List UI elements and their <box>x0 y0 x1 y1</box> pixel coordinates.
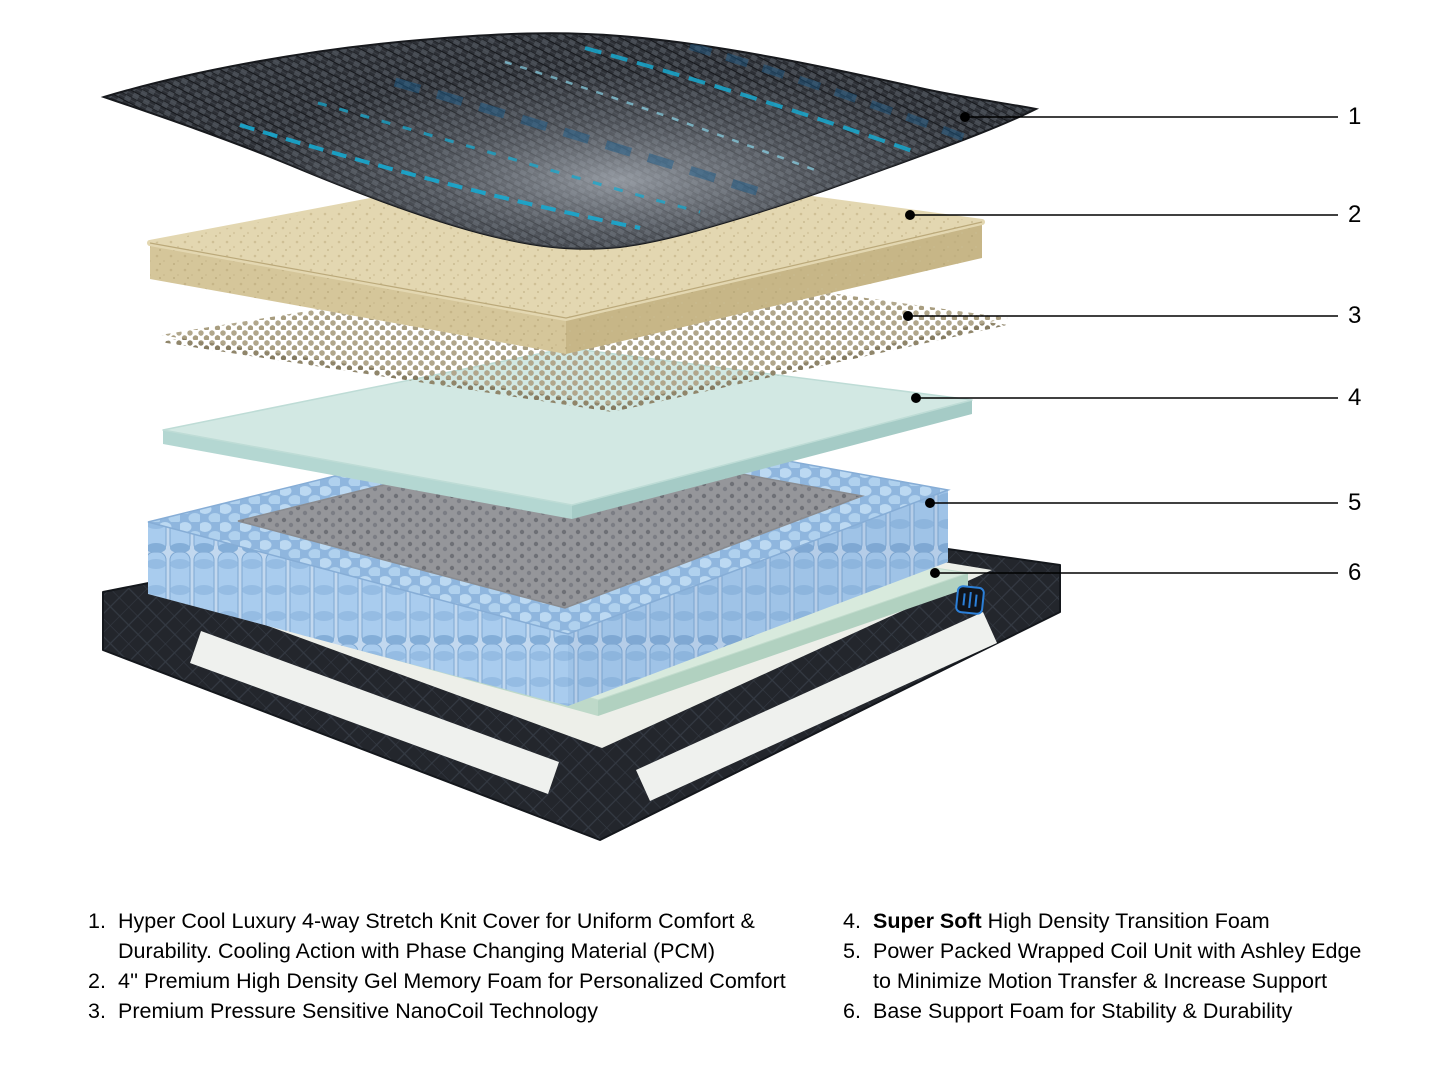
legend-item-1-text: Hyper Cool Luxury 4-way Stretch Knit Cov… <box>118 909 755 963</box>
legend-item-2: 2. 4'' Premium High Density Gel Memory F… <box>88 966 848 996</box>
legend-item-4-number: 4. <box>843 909 861 933</box>
ashley-edge-band-right <box>636 612 997 801</box>
legend-item-4-text: Super Soft High Density Transition Foam <box>873 906 1363 936</box>
legend-item-5: 5. Power Packed Wrapped Coil Unit with A… <box>843 936 1363 996</box>
legend-item-6-number: 6. <box>843 999 861 1023</box>
legend-item-3: 3. Premium Pressure Sensitive NanoCoil T… <box>88 996 848 1026</box>
legend-item-4-rest: High Density Transition Foam <box>981 909 1270 933</box>
callout-number-1: 1 <box>1348 103 1362 130</box>
legend-item-1: 1. Hyper Cool Luxury 4-way Stretch Knit … <box>88 906 848 966</box>
callout-line-5 <box>925 498 1338 508</box>
callout-line-4 <box>911 393 1338 403</box>
legend-item-6: 6. Base Support Foam for Stability & Dur… <box>843 996 1363 1026</box>
callout-line-2 <box>905 210 1338 220</box>
legend-item-2-text: 4'' Premium High Density Gel Memory Foam… <box>118 969 786 993</box>
callout-number-4: 4 <box>1348 384 1362 411</box>
callout-line-6 <box>930 568 1338 578</box>
exploded-mattress-illustration <box>102 32 1338 841</box>
ashley-edge-band-left <box>190 631 559 794</box>
brand-logo-icon <box>955 585 985 615</box>
legend-item-4-bold: Super Soft <box>873 909 982 933</box>
callout-line-1 <box>960 112 1338 122</box>
legend-item-1-number: 1. <box>88 909 106 933</box>
callout-lines <box>903 112 1338 578</box>
legend-right-column: 4. Super Soft High Density Transition Fo… <box>843 906 1363 1026</box>
legend-item-5-number: 5. <box>843 939 861 963</box>
legend-item-2-number: 2. <box>88 969 106 993</box>
callout-line-3 <box>903 311 1338 321</box>
legend-item-5-text: Power Packed Wrapped Coil Unit with Ashl… <box>873 939 1362 993</box>
legend-item-6-text: Base Support Foam for Stability & Durabi… <box>873 999 1293 1023</box>
legend-item-3-text: Premium Pressure Sensitive NanoCoil Tech… <box>118 999 598 1023</box>
legend-item-3-number: 3. <box>88 999 106 1023</box>
legend-left-column: 1. Hyper Cool Luxury 4-way Stretch Knit … <box>88 906 848 1026</box>
callout-number-6: 6 <box>1348 559 1362 586</box>
callout-number-2: 2 <box>1348 201 1362 228</box>
layer-4-transition-foam <box>162 347 973 519</box>
callout-number-3: 3 <box>1348 302 1362 329</box>
legend-item-4: 4. Super Soft High Density Transition Fo… <box>843 906 1363 936</box>
callout-number-5: 5 <box>1348 489 1362 516</box>
